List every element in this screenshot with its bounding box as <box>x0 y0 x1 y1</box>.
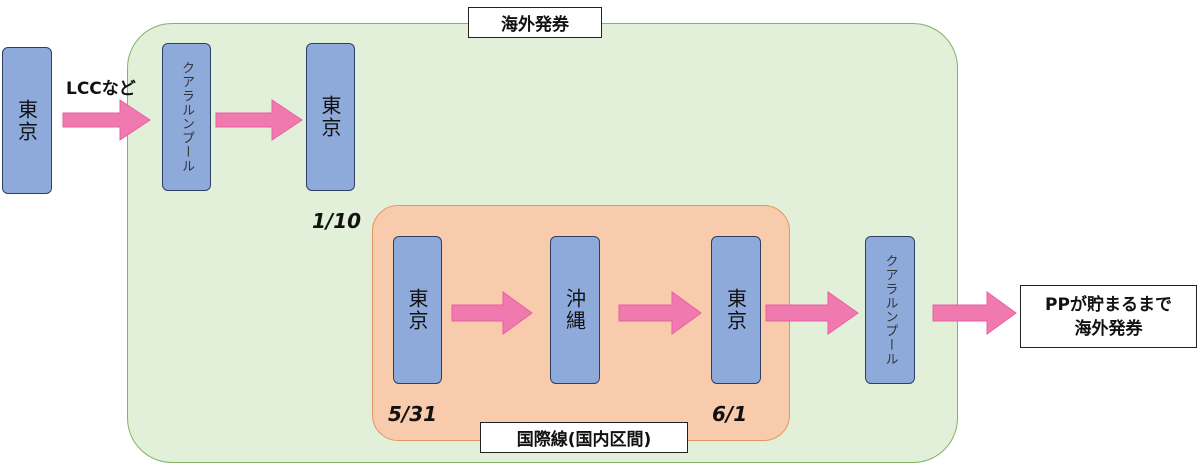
node-tokyo-3: 東京 <box>393 236 442 384</box>
domestic-region-label: 国際線(国内区間) <box>480 422 688 453</box>
arrow-lcc <box>62 99 151 141</box>
node-tokyo-4: 東京 <box>711 236 761 384</box>
date-label-2: 5/31 <box>388 402 438 426</box>
node-kuala-lumpur-1: クアラルンプール <box>162 43 211 191</box>
node-tokyo-2-label: 東京 <box>318 95 342 139</box>
arrow-kl-to-tokyo <box>215 99 303 141</box>
date-label-1: 1/10 <box>312 209 362 233</box>
node-tokyo-start-label: 東京 <box>14 98 39 143</box>
node-kuala-lumpur-2-label: クアラルンプール <box>882 254 898 366</box>
lcc-label: LCCなど <box>66 79 136 99</box>
end-box-line-1: PPが貯まるまで <box>1045 294 1172 315</box>
date-label-3: 6/1 <box>712 402 748 426</box>
node-tokyo-start: 東京 <box>2 47 52 194</box>
node-kuala-lumpur-1-label: クアラルンプール <box>179 61 194 173</box>
node-tokyo-2: 東京 <box>306 43 355 191</box>
arrow-tokyo-to-okinawa <box>451 291 533 335</box>
arrow-okinawa-to-tokyo <box>618 291 702 335</box>
arrow-kl-to-end <box>932 291 1017 335</box>
node-tokyo-3-label: 東京 <box>405 288 429 332</box>
end-box-line-2: 海外発券 <box>1074 318 1143 339</box>
node-tokyo-4-label: 東京 <box>723 288 748 332</box>
node-okinawa-label: 沖縄 <box>562 288 587 332</box>
end-box: PPが貯まるまで 海外発券 <box>1020 285 1197 348</box>
node-okinawa: 沖縄 <box>550 236 600 384</box>
arrow-tokyo-to-kl <box>765 291 859 335</box>
overseas-region-label: 海外発券 <box>468 7 602 38</box>
node-kuala-lumpur-2: クアラルンプール <box>865 236 915 384</box>
